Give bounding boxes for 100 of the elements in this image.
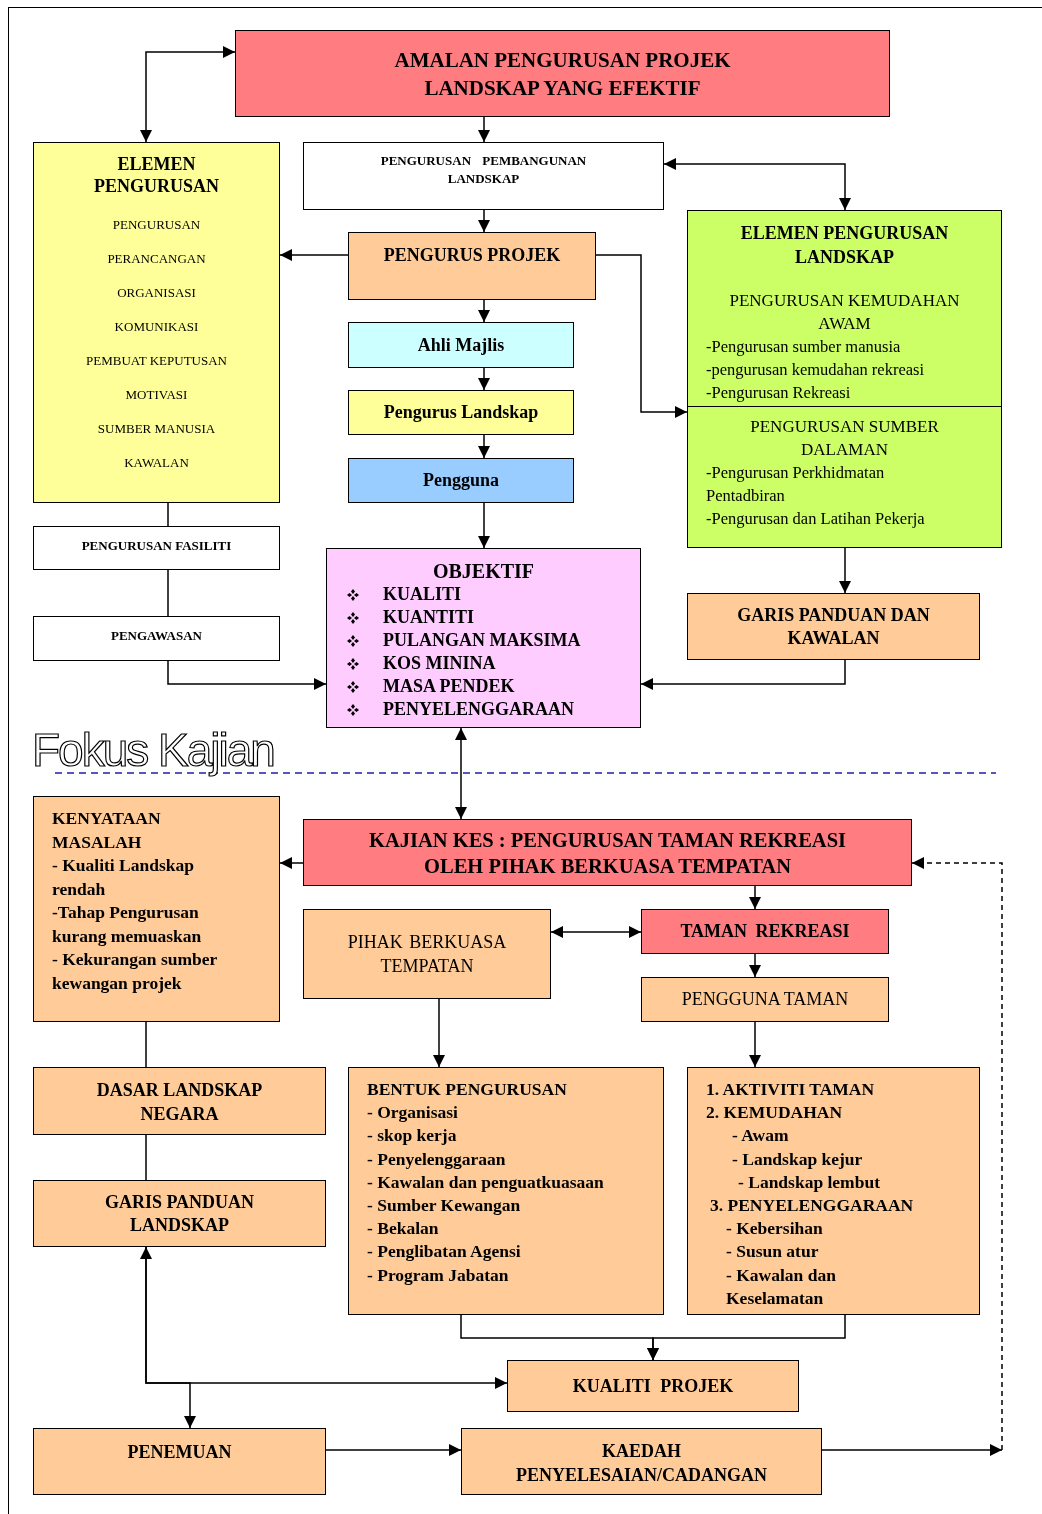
connector-line (145, 1134, 147, 1181)
list-item: KOMUNIKASI (114, 319, 199, 335)
process-box (303, 909, 551, 999)
box-text: KENYATAAN MASALAH (52, 807, 162, 854)
objective-item: KOS MININA (383, 652, 496, 675)
list-item: -Pengurusan Perkhidmatan Pentadbiran (705, 462, 886, 507)
list-item: -Tahap Pengurusan kurang memuaskan (52, 901, 203, 948)
arrow (640, 659, 846, 690)
process-box (348, 390, 574, 435)
arrow (167, 660, 327, 690)
process-box (641, 977, 889, 1022)
arrow (325, 1444, 462, 1456)
process-box (33, 1428, 326, 1495)
box-text: TAMAN REKREASI (680, 920, 850, 943)
element-list-box (33, 142, 280, 503)
arrow (478, 116, 490, 143)
box-text: PENGURUSAN PEMBANGUNAN LANDSKAP (379, 152, 588, 188)
title-box (235, 30, 890, 117)
list-item: - Kekurangan sumber kewangan projek (52, 948, 218, 995)
arrow (478, 299, 490, 323)
box-text: KAEDAH PENYELESAIAN/CADANGAN (515, 1440, 768, 1487)
arrow (839, 547, 851, 594)
arrow (478, 434, 490, 459)
arrow (749, 1021, 761, 1068)
box-text: AMALAN PENGURUSAN PROJEK LANDSKAP YANG EFEKTIF (393, 46, 732, 102)
list-item: - Landskap kejur (731, 1147, 864, 1171)
arrow (663, 158, 851, 211)
list-box (348, 1067, 664, 1315)
arrow (433, 998, 445, 1068)
list-item: - Penglibatan Agensi (367, 1240, 522, 1264)
list-item: - Bekalan (367, 1217, 440, 1241)
objective-box (326, 548, 641, 728)
process-box (33, 526, 280, 570)
process-box (33, 1067, 326, 1135)
problem-statement-box (33, 796, 280, 1022)
box-text: DASAR LANDSKAP NEGARA (95, 1079, 264, 1126)
list-item: MOTIVASI (125, 387, 188, 403)
list-item: - Susun atur (725, 1240, 820, 1264)
box-text: GARIS PANDUAN LANDSKAP (103, 1191, 256, 1237)
connector-line (145, 1021, 147, 1068)
box-text: KUALITI PROJEK (572, 1375, 734, 1398)
box-text: 1. AKTIVITI TAMAN (706, 1078, 876, 1101)
list-item: 3. PENYELENGGARAAN (709, 1194, 915, 1217)
list-item: - Organisasi (367, 1101, 459, 1125)
list-item: PENGURUSAN SUMBER DALAMAN (688, 406, 1001, 461)
objective-item: KUANTITI (383, 606, 475, 629)
process-box (348, 232, 596, 300)
arrow (279, 857, 304, 869)
arrow (455, 727, 467, 820)
objective-item: MASA PENDEK (383, 675, 515, 698)
list-item: SUMBER MANUSIA (97, 421, 216, 437)
box-text: PENGGUNA TAMAN (681, 988, 849, 1011)
box-text: Ahli Majlis (417, 333, 505, 357)
list-item: - Kawalan dan penguatkuasaan (367, 1170, 605, 1194)
list-item: - Program Jabatan (367, 1263, 510, 1287)
list-item: - Kebersihan (725, 1217, 824, 1241)
box-text: ELEMEN PENGURUSAN (93, 153, 220, 197)
list-item: -Pengurusan Rekreasi (705, 382, 852, 404)
box-text: PENGURUS PROJEK (383, 244, 561, 267)
arrow (749, 885, 761, 910)
process-box (303, 142, 664, 210)
list-item: - Awam (731, 1124, 790, 1148)
list-item: KAWALAN (124, 455, 189, 471)
arrow (647, 1314, 846, 1361)
connector-line (167, 569, 169, 617)
process-box (348, 458, 574, 503)
list-item: PENGURUSAN (112, 217, 201, 233)
list-item: - Sumber Kewangan (367, 1194, 522, 1217)
box-text: PENGAWASAN (111, 627, 202, 645)
arrow (478, 367, 490, 391)
list-item: PEMBUAT KEPUTUSAN (86, 353, 227, 369)
list-item: PERANCANGAN (107, 251, 206, 267)
box-text: PENGURUSAN FASILITI (81, 537, 232, 555)
process-box (33, 1180, 326, 1247)
arrow (550, 926, 642, 938)
process-box (33, 616, 280, 661)
list-item: -Pengurusan dan Latihan Pekerja (705, 508, 926, 530)
list-item: - Kualiti Landskap rendah (52, 854, 195, 901)
box-text: BENTUK PENGURUSAN (367, 1078, 568, 1101)
box-text: Pengurus Landskap (383, 401, 539, 424)
box-text: ELEMEN PENGURUSAN LANDSKAP (739, 222, 950, 269)
process-box (641, 909, 889, 954)
process-box (461, 1428, 822, 1495)
list-item: -pengurusan kemudahan rekreasi (705, 359, 926, 381)
box-text: PENEMUAN (127, 1441, 232, 1464)
list-item: - skop kerja (367, 1124, 458, 1148)
case-study-box (303, 819, 912, 886)
section-heading: Fokus Kajian (32, 723, 274, 778)
objective-item: KUALITI (383, 583, 462, 606)
box-text: Pengguna (423, 469, 499, 492)
dashed-arrow (911, 857, 1003, 1451)
box-text: OBJEKTIF (431, 559, 536, 583)
objective-item: PULANGAN MAKSIMA (383, 629, 581, 652)
list-item: - Landskap lembut (737, 1170, 881, 1194)
arrow (821, 1444, 1003, 1456)
process-box (687, 593, 980, 660)
list-item: - Penyelenggaraan (367, 1147, 507, 1171)
process-box (348, 322, 574, 368)
box-text: PIHAK BERKUASA TEMPATAN (346, 931, 508, 978)
box-text: KAJIAN KES : PENGURUSAN TAMAN REKREASI OLEH PIHAK BERKUASA TEMPATAN (367, 827, 848, 879)
